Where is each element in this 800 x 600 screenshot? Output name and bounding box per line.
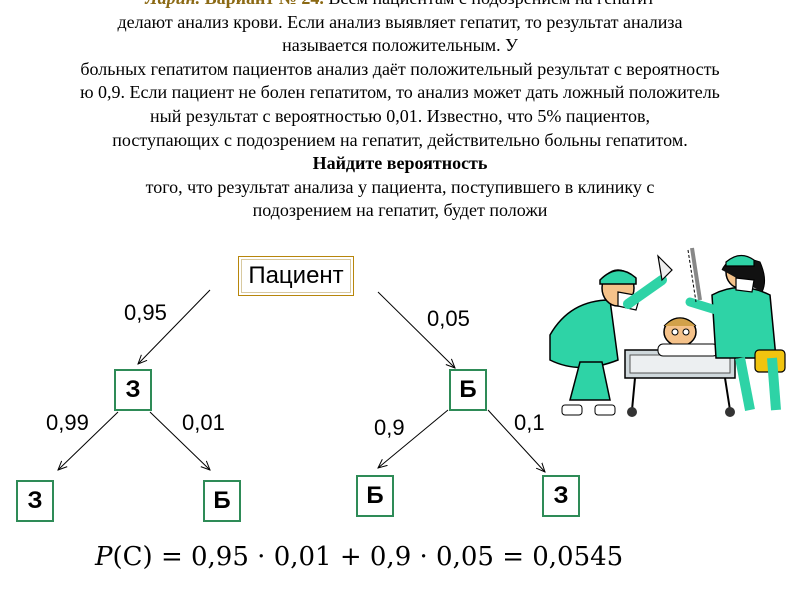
problem-line-9: того, что результат анализа у пациента, …	[145, 176, 655, 197]
formula-p: P	[95, 542, 113, 572]
problem-statement: Ларин. Вариант № 24. Всем пациентам с по…	[0, 0, 800, 265]
answer-formula: P(C) = 0,95 · 0,01 + 0,9 · 0,05 = 0,0545	[95, 542, 623, 572]
node-sick-negative: З	[542, 475, 580, 517]
edge-root-to-z	[138, 289, 211, 364]
problem-line-1: Ларин. Вариант № 24. Всем пациентам с по…	[0, 0, 800, 11]
prob-root-z: 0,95	[124, 300, 167, 325]
node-sick: Б	[449, 369, 487, 411]
problem-line-8: Найдите вероятность	[312, 153, 488, 174]
prob-root-b: 0,05	[427, 306, 470, 331]
node-healthy: З	[114, 369, 152, 411]
prob-z-z: 0,99	[46, 410, 89, 435]
prob-z-b: 0,01	[182, 410, 225, 435]
node-healthy-negative: З	[16, 480, 54, 522]
problem-text: Всем пациентам с подозрением на гепатит	[328, 0, 654, 8]
formula-arg: (C)	[112, 542, 153, 572]
edge-b-to-b	[378, 409, 449, 468]
prob-b-b: 0,9	[374, 415, 405, 440]
edge-z-to-z	[58, 411, 119, 470]
author-label: Ларин.	[145, 0, 200, 8]
problem-line-4: больных гепатитом пациентов анализ даёт …	[80, 58, 720, 79]
problem-line-2: делают анализ крови. Если анализ выявляе…	[117, 11, 683, 32]
node-healthy-positive: Б	[203, 480, 241, 522]
variant-label: Вариант № 24.	[205, 0, 324, 8]
edge-b-to-z	[487, 409, 545, 472]
surgeons-operating-clipart-icon	[549, 247, 786, 417]
problem-line-10: подозрением на гепатит, будет положи	[252, 200, 548, 221]
edge-root-to-b	[377, 291, 455, 368]
problem-line-6: ный результат с вероятностью 0,01. Извес…	[149, 105, 650, 126]
problem-line-7: поступающих с подозрением на гепатит, де…	[112, 129, 688, 150]
problem-line-3: называется положительным. У	[282, 35, 518, 56]
prob-b-z: 0,1	[514, 410, 545, 435]
problem-line-5: ю 0,9. Если пациент не болен гепатитом, …	[80, 82, 720, 103]
formula-rhs: = 0,95 · 0,01 + 0,9 · 0,05 = 0,0545	[160, 542, 624, 572]
node-sick-positive: Б	[356, 475, 394, 517]
root-node: Пациент	[238, 256, 354, 296]
edge-z-to-b	[149, 411, 210, 470]
